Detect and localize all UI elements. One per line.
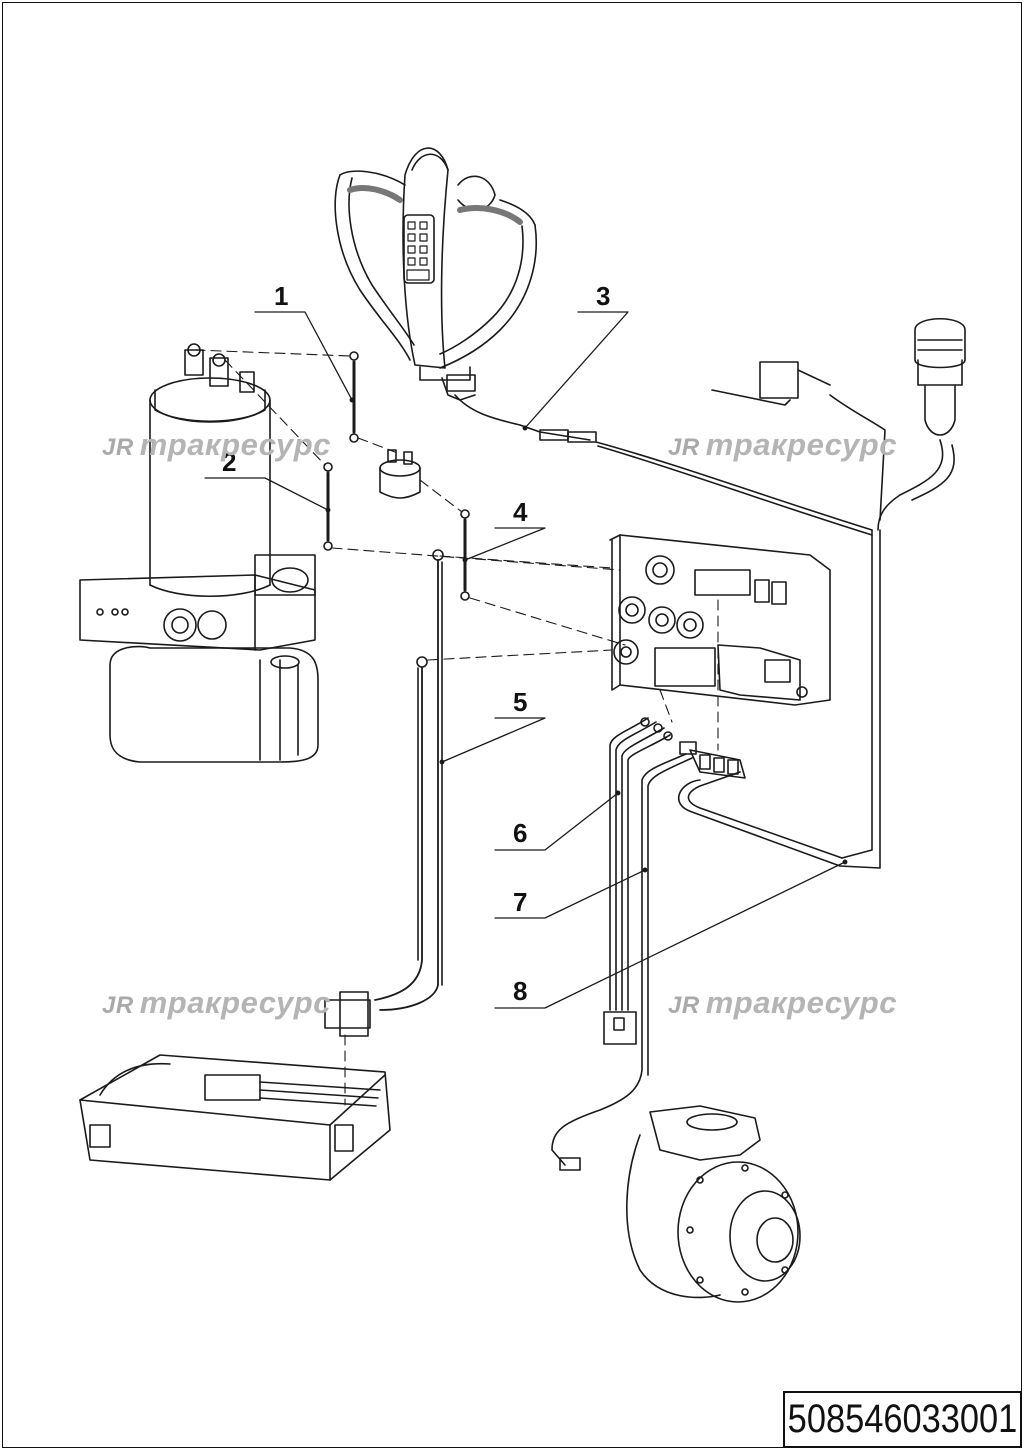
contactor	[379, 449, 463, 513]
watermark-text: тракресурс	[705, 985, 897, 1020]
harness-8	[678, 529, 881, 869]
callout-6: 6	[513, 818, 528, 848]
tiller-handle	[334, 147, 538, 401]
cable-4	[460, 509, 626, 646]
key-switch	[877, 318, 966, 531]
motor-controller	[609, 534, 831, 706]
micro-switch	[711, 361, 886, 521]
callout-5: 5	[513, 687, 528, 717]
callout-3: 3	[596, 281, 611, 311]
part-number-box: 508546033001	[783, 1391, 1022, 1448]
callout-8: 8	[513, 976, 528, 1006]
callout-4: 4	[513, 497, 528, 527]
watermark-text: тракресурс	[139, 985, 331, 1020]
connector-block	[659, 599, 746, 779]
watermark-logo: JR	[668, 434, 700, 461]
watermark-text: тракресурс	[705, 427, 897, 462]
watermark-logo: JR	[102, 992, 134, 1019]
callout-7: 7	[513, 887, 528, 917]
harness-7	[551, 741, 697, 1171]
drive-motor	[626, 1105, 801, 1303]
watermark-text: тракресурс	[139, 427, 331, 462]
harness-6	[603, 717, 673, 1045]
cable-1	[194, 349, 396, 453]
pump-motor	[149, 343, 271, 598]
cable-2	[224, 359, 621, 571]
callout-leaders	[204, 311, 848, 1009]
pump-block	[79, 554, 316, 651]
part-number: 508546033001	[787, 1397, 1018, 1441]
watermark-logo: JR	[102, 434, 134, 461]
harness-3	[454, 394, 873, 536]
callout-1: 1	[274, 281, 289, 311]
cable-5	[374, 549, 613, 1011]
battery	[79, 1054, 391, 1181]
battery-connector	[324, 991, 371, 1106]
callout-2: 2	[222, 447, 237, 477]
watermark-logo: JR	[668, 992, 700, 1019]
oil-tank	[109, 645, 319, 763]
